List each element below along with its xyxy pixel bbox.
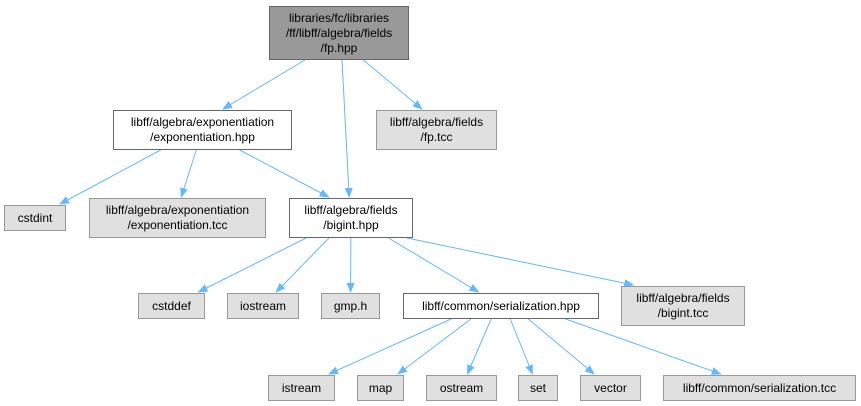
edge-bigint_hpp-to-serialization_hpp <box>388 237 480 293</box>
node-istream[interactable]: istream <box>268 375 335 401</box>
node-label: istream <box>281 380 322 395</box>
node-label: libff/algebra/exponentiation /exponentia… <box>130 115 275 144</box>
node-serialization-tcc[interactable]: libff/common/serialization.tcc <box>663 375 856 401</box>
edge-exponentiation_hpp-to-exponentiation_tcc <box>180 149 197 198</box>
node-label: iostream <box>239 298 286 313</box>
node-gmp-h[interactable]: gmp.h <box>321 293 380 319</box>
node-label: libraries/fc/libraries /ff/libff/algebra… <box>285 10 393 55</box>
edge-bigint_hpp-to-cstddef <box>197 237 307 293</box>
node-fp-hpp[interactable]: libraries/fc/libraries /ff/libff/algebra… <box>269 6 409 60</box>
edge-fp_hpp-to-fp_tcc <box>363 59 423 110</box>
node-cstdint[interactable]: cstdint <box>4 205 66 231</box>
node-iostream[interactable]: iostream <box>227 293 299 319</box>
edge-serialization_hpp-to-map <box>397 318 472 375</box>
node-set[interactable]: set <box>518 375 558 401</box>
node-label: libff/common/serialization.tcc <box>682 380 837 395</box>
edge-serialization_hpp-to-set <box>509 318 533 375</box>
node-bigint-hpp[interactable]: libff/algebra/fields /bigint.hpp <box>289 198 413 238</box>
edge-fp_hpp-to-bigint_hpp <box>341 59 353 198</box>
edge-serialization_hpp-to-serialization_tcc <box>565 318 722 375</box>
edge-bigint_hpp-to-bigint_tcc <box>406 237 635 288</box>
node-ostream[interactable]: ostream <box>426 375 497 401</box>
node-cstddef[interactable]: cstddef <box>138 293 205 319</box>
edge-serialization_hpp-to-istream <box>328 318 452 375</box>
edge-fp_hpp-to-exponentiation_hpp <box>222 59 306 110</box>
node-label: libff/algebra/fields /fp.tcc <box>389 115 484 144</box>
node-label: set <box>529 380 546 395</box>
node-bigint-tcc[interactable]: libff/algebra/fields /bigint.tcc <box>621 286 745 326</box>
node-label: ostream <box>439 380 484 395</box>
node-map[interactable]: map <box>357 375 404 401</box>
node-exponentiation-hpp[interactable]: libff/algebra/exponentiation /exponentia… <box>113 110 292 150</box>
node-label: libff/algebra/fields /bigint.tcc <box>636 291 730 320</box>
node-exponentiation-tcc[interactable]: libff/algebra/exponentiation /exponentia… <box>89 198 266 238</box>
node-label: gmp.h <box>333 298 368 313</box>
node-serialization-hpp[interactable]: libff/common/serialization.hpp <box>403 293 599 319</box>
edge-exponentiation_hpp-to-cstdint <box>59 149 161 205</box>
edge-bigint_hpp-to-iostream <box>275 237 330 293</box>
node-label: libff/common/serialization.hpp <box>422 298 580 313</box>
node-label: vector <box>594 380 627 395</box>
edge-serialization_hpp-to-vector <box>528 318 595 375</box>
node-label: cstddef <box>152 298 191 313</box>
edge-serialization_hpp-to-ostream <box>466 318 492 375</box>
edge-exponentiation_hpp-to-bigint_hpp <box>239 149 330 198</box>
node-vector[interactable]: vector <box>580 375 641 401</box>
node-label: cstdint <box>17 210 53 225</box>
node-label: libff/algebra/exponentiation /exponentia… <box>105 203 250 232</box>
node-label: map <box>368 380 393 395</box>
node-label: libff/algebra/fields /bigint.hpp <box>304 203 398 232</box>
node-fp-tcc[interactable]: libff/algebra/fields /fp.tcc <box>376 110 497 150</box>
